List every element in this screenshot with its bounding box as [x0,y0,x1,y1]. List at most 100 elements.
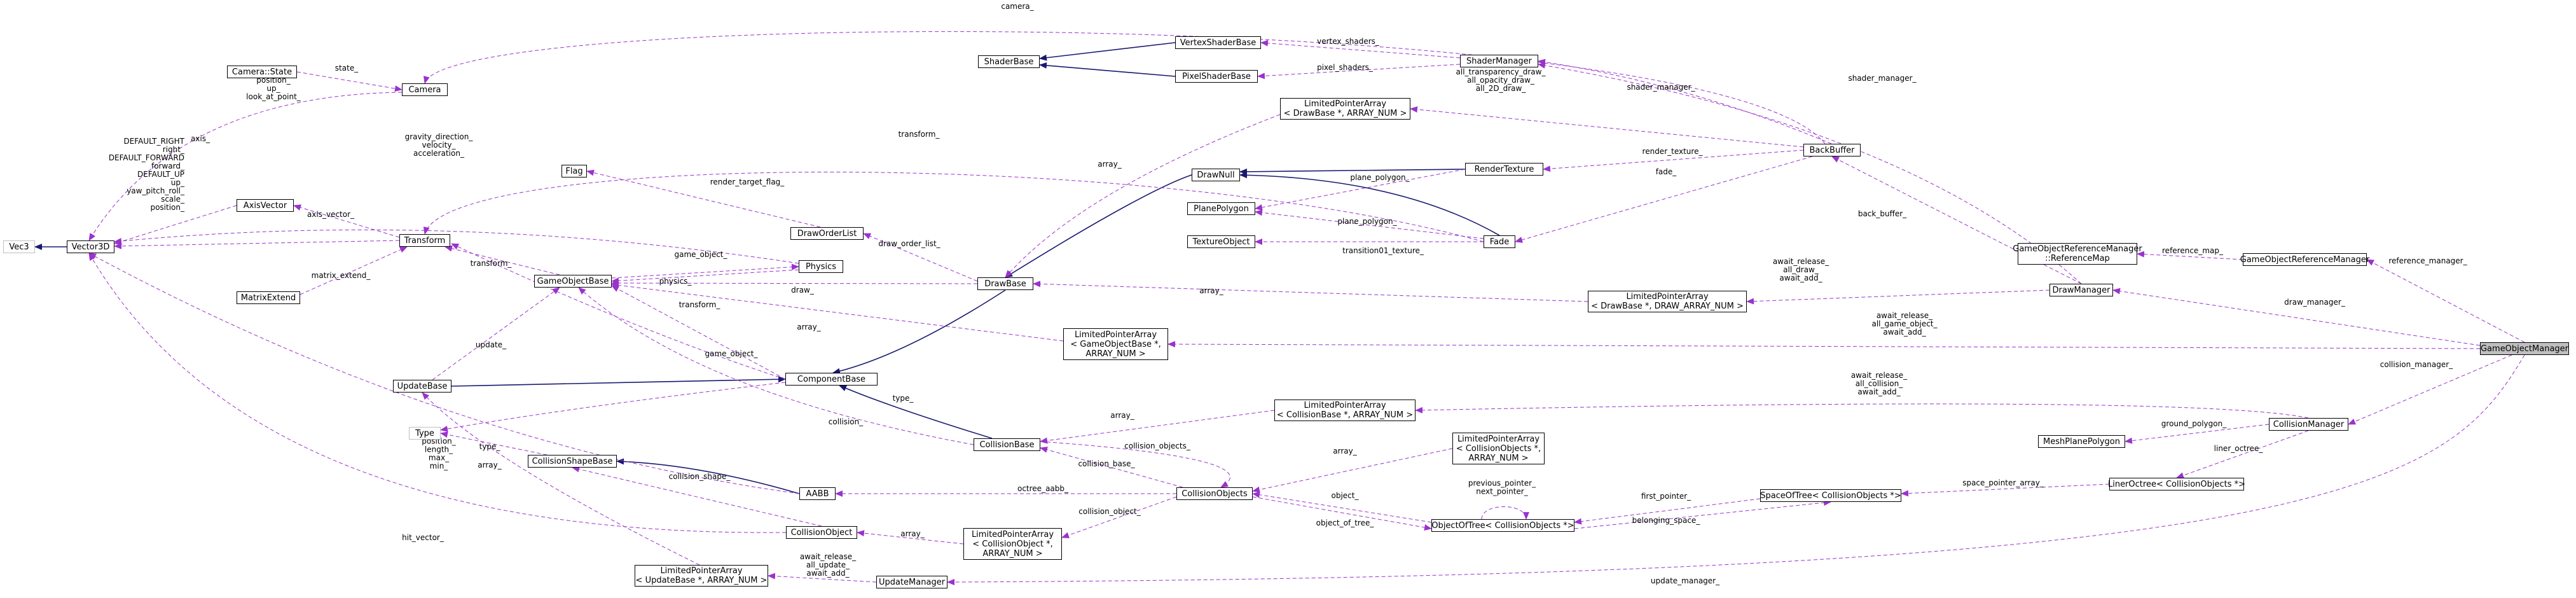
class-updatebase[interactable]: UpdateBase [393,380,451,393]
class-updatemanager[interactable]: UpdateManager [876,576,947,588]
edge-label: back_buffer_ [1858,209,1907,218]
edge-label: array_ [478,461,502,469]
class-lpa-collisionbase[interactable]: LimitedPointerArray< CollisionBase *, AR… [1274,400,1415,421]
class-objectoftree[interactable]: ObjectOfTree< CollisionObjects *> [1431,519,1574,532]
edge-label: position_up_look_at_point_ [246,76,301,101]
edge-label: collision_shape_ [669,472,731,481]
class-shadermanager[interactable]: ShaderManager [1460,55,1538,67]
class-transform[interactable]: Transform [399,234,450,247]
class-lineroctree[interactable]: LinerOctree< CollisionObjects *> [2107,478,2246,490]
edge-label-line: reference_manager_ [2388,256,2467,265]
edge-label-line: all_transparency_draw_ [1456,67,1546,76]
class-name-line: LinerOctree< CollisionObjects *> [2107,479,2246,489]
class-collisionbase[interactable]: CollisionBase [974,438,1040,451]
class-lpa-drawbase-arraynum[interactable]: LimitedPointerArray< DrawBase *, ARRAY_N… [1280,98,1410,120]
edge-label-line: yaw_pitch_roll_ [127,186,185,195]
edge-label-line: draw_order_list_ [878,239,940,248]
edge-label: array_ [797,323,821,331]
usage-edge-componentbase-to-type [440,382,786,433]
class-rendertexture[interactable]: RenderTexture [1465,163,1543,176]
class-name-line: BackBuffer [1809,145,1855,155]
class-fade[interactable]: Fade [1484,235,1515,248]
usage-edge-matrixextend-to-transform [300,246,408,295]
usage-edge-transform-to-vector3d [114,240,400,249]
edge-label: await_release_all_collision_await_add_ [1851,371,1908,396]
edge-label-line: hit_vector_ [402,533,444,542]
class-camera[interactable]: Camera [402,83,448,96]
class-lpa-drawbase-drawarraynum[interactable]: LimitedPointerArray< DrawBase *, DRAW_AR… [1588,291,1747,312]
class-draworderlist[interactable]: DrawOrderList [790,227,864,240]
edge-label-line: all_draw_ [1783,265,1819,274]
class-referencemap[interactable]: GameObjectReferenceManager::ReferenceMap [2013,243,2142,265]
edge-label: belonging_space_ [1632,516,1701,525]
edge-label: collision_ [829,417,864,426]
edge-label-line: all_update_ [806,560,850,569]
class-name-line: UpdateManager [878,577,946,587]
class-vertexshaderbase[interactable]: VertexShaderBase [1175,36,1261,49]
usage-edge-collisionbase-to-collisionobjects [1040,441,1230,488]
class-gameobjectmanager: GameObjectManager [2480,342,2569,355]
class-name-line: Camera::State [231,67,293,77]
class-planepolygon[interactable]: PlanePolygon [1187,202,1255,215]
usage-edge-collisionobjects-to-collisionbase [1040,447,1183,488]
class-physics[interactable]: Physics [799,260,843,273]
usage-edge-collisionobjects-to-objectoftree [1252,496,1432,531]
edge-label-line: length_ [425,445,453,454]
class-lpa-collisionobject[interactable]: LimitedPointerArray< CollisionObject *,A… [963,528,1062,560]
class-matrixextend[interactable]: MatrixExtend [237,291,300,304]
class-backbuffer[interactable]: BackBuffer [1803,144,1861,156]
class-lpa-gameobjectbase[interactable]: LimitedPointerArray< GameObjectBase *,AR… [1063,328,1168,360]
edge-label: hit_vector_ [402,533,444,542]
class-collisionobject[interactable]: CollisionObject [786,526,857,539]
class-name-line: Vector3D [71,242,110,252]
class-name-line: < DrawBase *, ARRAY_NUM > [1283,109,1407,118]
class-meshplanepolygon[interactable]: MeshPlanePolygon [2038,435,2125,448]
usage-edge-collisionmanager-to-lpa_collisionbase [1415,403,2309,419]
class-collisionshapebase[interactable]: CollisionShapeBase [528,455,617,468]
class-gameobjectbase[interactable]: GameObjectBase [534,275,612,288]
class-spaceoftree[interactable]: SpaceOfTree< CollisionObjects *> [1760,489,1901,502]
edge-label-line: array_ [1199,286,1223,295]
class-lpa-collisionobjects[interactable]: LimitedPointerArray< CollisionObjects *,… [1452,433,1545,464]
class-collisionmanager[interactable]: CollisionManager [2269,418,2348,431]
class-drawmanager[interactable]: DrawManager [2049,284,2113,296]
class-camera-state[interactable]: Camera::State [227,66,297,78]
class-shaderbase[interactable]: ShaderBase [978,55,1040,68]
edge-label-line: draw_manager_ [2284,298,2346,307]
class-collisionobjects[interactable]: CollisionObjects [1176,487,1253,500]
class-name-line: PlanePolygon [1194,204,1249,214]
class-aabb[interactable]: AABB [799,487,836,500]
class-axisvector[interactable]: AxisVector [237,199,294,212]
class-name-line: < GameObjectBase *, [1070,339,1161,349]
edge-label-line: plane_polygon_ [1350,173,1410,182]
edge-label-line: transform_ [899,130,940,139]
edge-label-line: up_ [266,84,280,93]
usage-edge-axisvector-to-vector3d [114,205,237,245]
class-lpa-updatebase[interactable]: LimitedPointerArray< UpdateBase *, ARRAY… [635,565,768,587]
class-name-line: Physics [805,261,837,272]
edge-label: update_ [476,340,507,349]
edge-label-line: await_release_ [1773,257,1829,266]
inheritance-edge-rendertexture-to-drawnull [1239,168,1466,175]
usage-edge-componentbase-to-transform [451,243,786,380]
edge-label: axis_vector_ [307,210,355,219]
class-name-line: ARRAY_NUM > [982,548,1043,559]
edge-label-line: array_ [797,323,821,331]
edge-label-line: fade_ [1656,167,1677,176]
usage-edge-objectoftree-to-spaceoftree [1574,499,1831,529]
class-pixelshaderbase[interactable]: PixelShaderBase [1175,70,1258,83]
usage-edge-rendertexture-to-planepolygon [1255,169,1466,211]
class-flag[interactable]: Flag [561,165,587,177]
edge-label-line: max_ [429,454,450,462]
class-gameobjectreferencemanager[interactable]: GameObjectReferenceManager [2240,253,2369,266]
class-name-line: ARRAY_NUM > [1468,453,1529,463]
class-vector3d[interactable]: Vector3D [67,240,114,253]
class-textureobject[interactable]: TextureObject [1187,235,1255,248]
usage-edge-physics-to-vector3d [114,229,799,264]
class-componentbase[interactable]: ComponentBase [785,373,878,386]
edge-label-line: DEFAULT_FORWARD [109,153,184,162]
class-drawnull[interactable]: DrawNull [1192,169,1240,181]
usage-edge-camera_state-to-camera [296,71,403,92]
class-drawbase[interactable]: DrawBase [977,277,1033,290]
